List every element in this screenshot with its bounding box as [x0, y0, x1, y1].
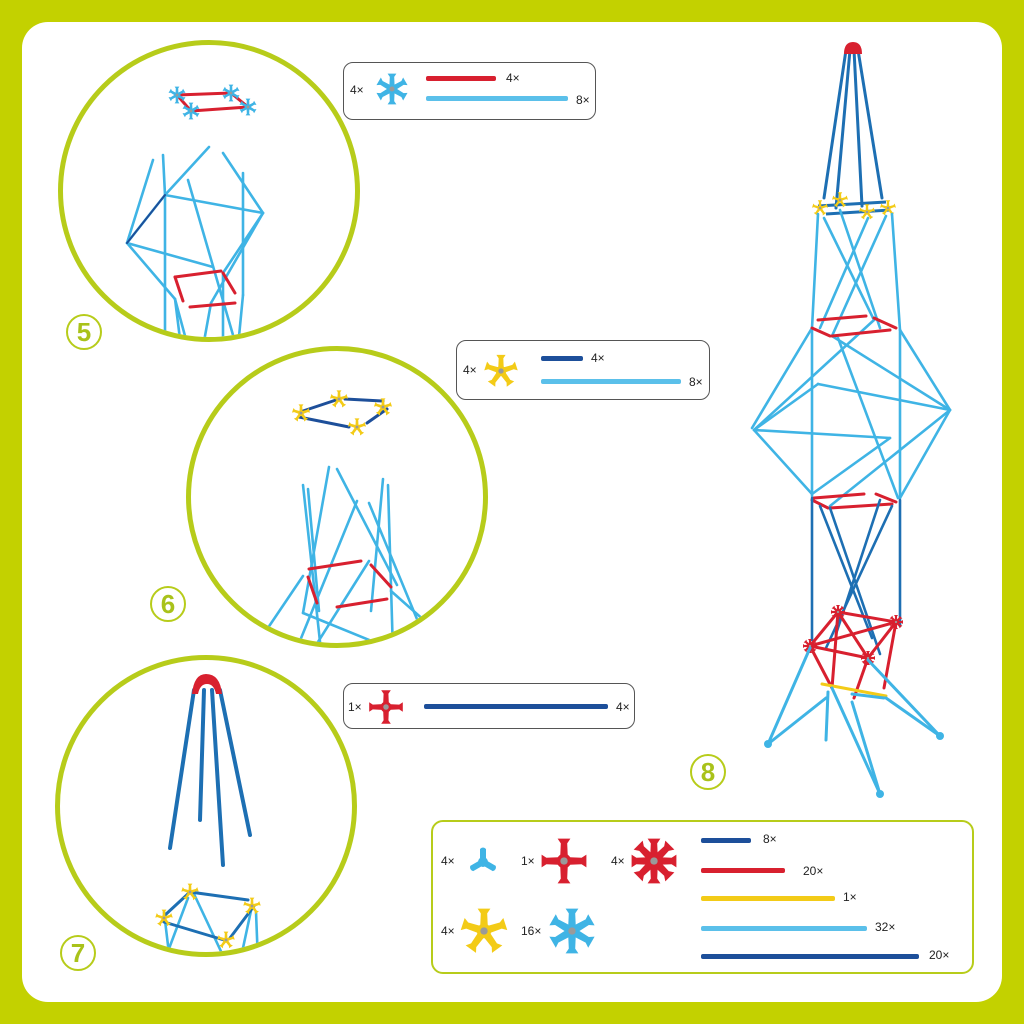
- step-5-red-rod: [426, 76, 496, 81]
- summary-rod-4: [701, 954, 919, 959]
- red-8-arm-connector-icon: [631, 838, 677, 884]
- step-6-light-blue-rod: [541, 379, 681, 384]
- light-blue-6-arm-connector-icon: [549, 908, 595, 954]
- summary-connector-2-qty: 4×: [611, 854, 625, 868]
- summary-rod-2-qty: 1×: [843, 890, 857, 904]
- summary-rod-0: [701, 838, 751, 843]
- summary-rod-4-qty: 20×: [929, 948, 950, 962]
- step-7-parts-box: 1× 4×: [343, 683, 635, 729]
- step-6-illustration: [186, 346, 488, 648]
- step-7-dark-blue-rod: [424, 704, 608, 709]
- step-5-number: 5: [66, 314, 102, 350]
- summary-connector-0-qty: 4×: [441, 854, 455, 868]
- step-5-tower-drawing: [125, 84, 265, 337]
- step-6-parts-box: 4× 4× 8×: [456, 340, 710, 400]
- step-5-light-blue-rod-qty: 8×: [576, 93, 590, 107]
- step-6-dark-blue-rod-qty: 4×: [591, 351, 605, 365]
- step-6-light-blue-rod-qty: 8×: [689, 375, 703, 389]
- summary-rod-1-qty: 20×: [803, 864, 824, 878]
- light-blue-6-arm-connector-icon: [376, 73, 408, 105]
- step-5-connector-qty: 4×: [350, 83, 364, 97]
- step-7-number: 7: [60, 935, 96, 971]
- step-6-connector-qty: 4×: [463, 363, 477, 377]
- summary-rod-0-qty: 8×: [763, 832, 777, 846]
- yellow-5-arm-connector-icon: [484, 354, 518, 387]
- step-6-dark-blue-rod: [541, 356, 583, 361]
- step-7-connector-qty: 1×: [348, 700, 362, 714]
- summary-connector-1-qty: 1×: [521, 854, 535, 868]
- summary-connector-3-qty: 4×: [441, 924, 455, 938]
- light-blue-3-arm-connector-icon: [470, 847, 496, 872]
- summary-connector-4-qty: 16×: [521, 924, 542, 938]
- step-6-tower-drawing: [256, 390, 452, 643]
- step-6-number: 6: [150, 586, 186, 622]
- step-5-light-blue-rod: [426, 96, 568, 101]
- step-7-tower-drawing: [155, 674, 261, 952]
- red-4-arm-connector-icon: [369, 690, 403, 724]
- step-7-dark-blue-rod-qty: 4×: [616, 700, 630, 714]
- step-5-red-rod-qty: 4×: [506, 71, 520, 85]
- summary-rod-1: [701, 868, 785, 873]
- step-5-illustration: [58, 40, 360, 342]
- red-4-arm-connector-icon: [541, 838, 587, 884]
- summary-rod-2: [701, 896, 835, 901]
- yellow-5-arm-connector-icon: [460, 908, 508, 953]
- step-5-parts-box: 4× 4× 8×: [343, 62, 596, 120]
- step-7-illustration: [55, 655, 357, 957]
- parts-summary-box: 4× 1× 4× 4× 16× 8× 20× 1× 32× 20×: [431, 820, 974, 974]
- summary-rod-3-qty: 32×: [875, 920, 896, 934]
- summary-rod-3: [701, 926, 867, 931]
- step-8-completed-tower: [750, 42, 952, 798]
- step-8-number: 8: [690, 754, 726, 790]
